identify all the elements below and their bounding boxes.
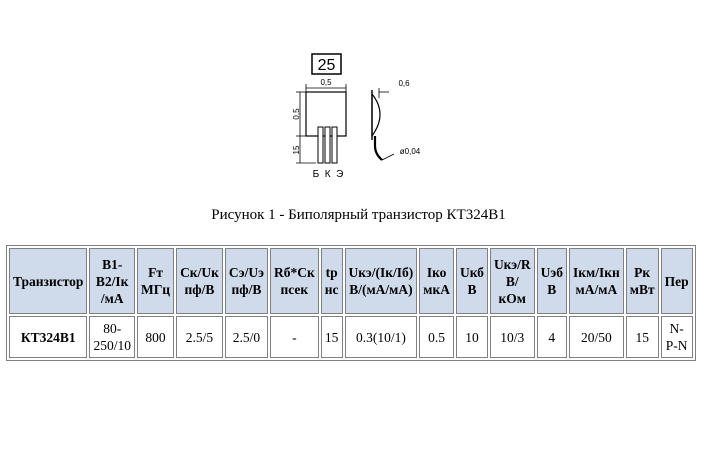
side-view-lead <box>373 136 383 161</box>
transistor-drawing: 25 0,5 0,5 15 Б К Э 0,6 ø0,04 <box>236 44 476 186</box>
thickness-dim-label: 0,6 <box>398 79 410 88</box>
cell-ft: 800 <box>136 316 175 358</box>
transistor-outline-diagram: 25 0,5 0,5 15 Б К Э 0,6 ø0,04 <box>292 53 421 180</box>
lead-emitter <box>331 126 338 164</box>
table-row: КТ324В1 80-250/10 800 2.5/5 2.5/0 - 15 0… <box>9 316 693 358</box>
cell-iko: 0.5 <box>419 316 454 358</box>
figure-caption: Рисунок 1 - Биполярный транзистор КТ324В… <box>211 207 506 223</box>
header-gain: B1-B2/Iк/мА <box>89 248 135 314</box>
badge-frame <box>311 53 342 75</box>
header-transistor: Транзистор <box>9 248 88 314</box>
pin-labels: Б К Э <box>313 169 344 180</box>
cell-ueb: 4 <box>536 316 567 358</box>
header-uke-sat: Uкэ/(Iк/Iб)В/(мА/мА) <box>344 248 418 314</box>
cell-ikm: 20/50 <box>568 316 624 358</box>
cell-pk: 15 <box>625 316 659 358</box>
height-dim-label: 0,5 <box>292 108 301 120</box>
cell-uke-r: 10/3 <box>489 316 535 358</box>
cell-transistor: КТ324В1 <box>9 316 88 358</box>
lead-collector <box>324 126 331 164</box>
side-view-body <box>371 92 381 138</box>
badge-number: 25 <box>318 57 336 74</box>
header-type: Пер <box>660 248 693 314</box>
width-dim-label: 0,5 <box>320 78 332 87</box>
cell-tr: 15 <box>320 316 343 358</box>
lead-diameter-label: ø0,04 <box>400 147 421 156</box>
cell-ukb: 10 <box>455 316 488 358</box>
cell-type: N-P-N <box>660 316 693 358</box>
cell-gain: 80-250/10 <box>89 316 135 358</box>
cell-ck: 2.5/5 <box>176 316 223 358</box>
cell-uke-sat: 0.3(10/1) <box>344 316 418 358</box>
lead-base <box>317 126 324 164</box>
cell-rb-ck: - <box>269 316 319 358</box>
lead-dim-label: 15 <box>292 145 301 154</box>
cell-ce: 2.5/0 <box>224 316 268 358</box>
